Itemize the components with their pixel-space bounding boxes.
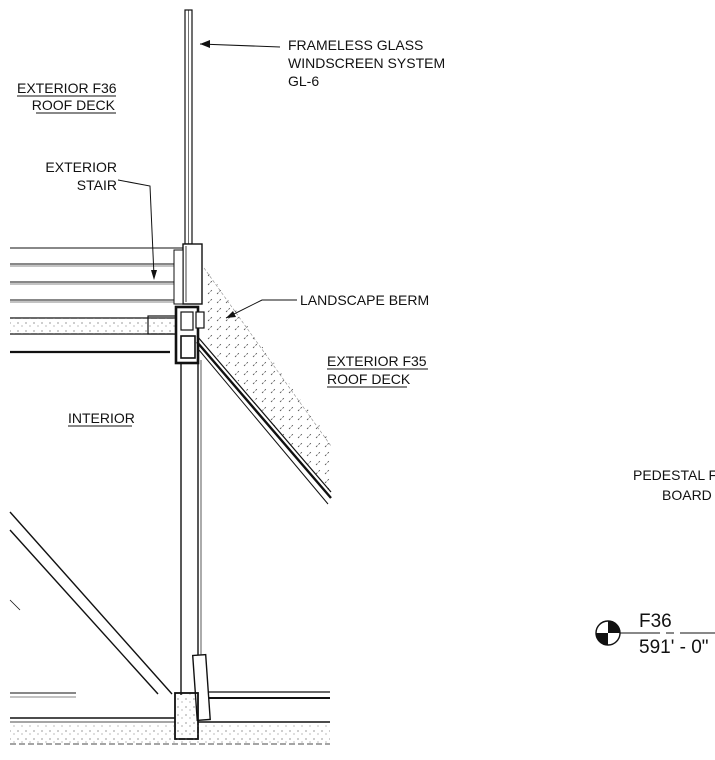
glass-windscreen <box>182 9 203 305</box>
sloped-roof <box>196 266 332 505</box>
label-frameless-glass-1: FRAMELESS GLASS <box>288 37 423 53</box>
diagonal-brace <box>9 511 173 695</box>
level-elevation: 591' - 0" <box>639 637 709 658</box>
label-exterior-f35-1: EXTERIOR F35 <box>327 353 427 369</box>
label-exterior-f36-2: ROOF DECK <box>32 97 116 113</box>
label-exterior-f35-2: ROOF DECK <box>327 371 411 387</box>
level-name: F36 <box>639 611 672 632</box>
leader-lines <box>117 40 297 319</box>
wall-column <box>180 360 202 695</box>
label-pedestal-1: PEDESTAL F <box>633 467 715 483</box>
label-frameless-glass-3: GL-6 <box>288 73 319 89</box>
roof-deck-slab <box>10 315 177 354</box>
label-pedestal-2: BOARD <box>662 487 712 503</box>
label-exterior-stair-2: STAIR <box>77 177 117 193</box>
level-marker: F36 591' - 0" <box>595 611 715 658</box>
label-exterior-f36-1: EXTERIOR F36 <box>17 80 117 96</box>
level-datum-icon <box>595 620 621 646</box>
label-frameless-glass-2: WINDSCREEN SYSTEM <box>288 55 445 71</box>
label-landscape-berm: LANDSCAPE BERM <box>300 292 429 308</box>
curb-flashing <box>174 305 205 365</box>
floor-base <box>10 653 330 745</box>
exterior-stair-treads <box>10 247 184 305</box>
label-exterior-stair-1: EXTERIOR <box>45 159 117 175</box>
label-interior: INTERIOR <box>68 410 135 426</box>
